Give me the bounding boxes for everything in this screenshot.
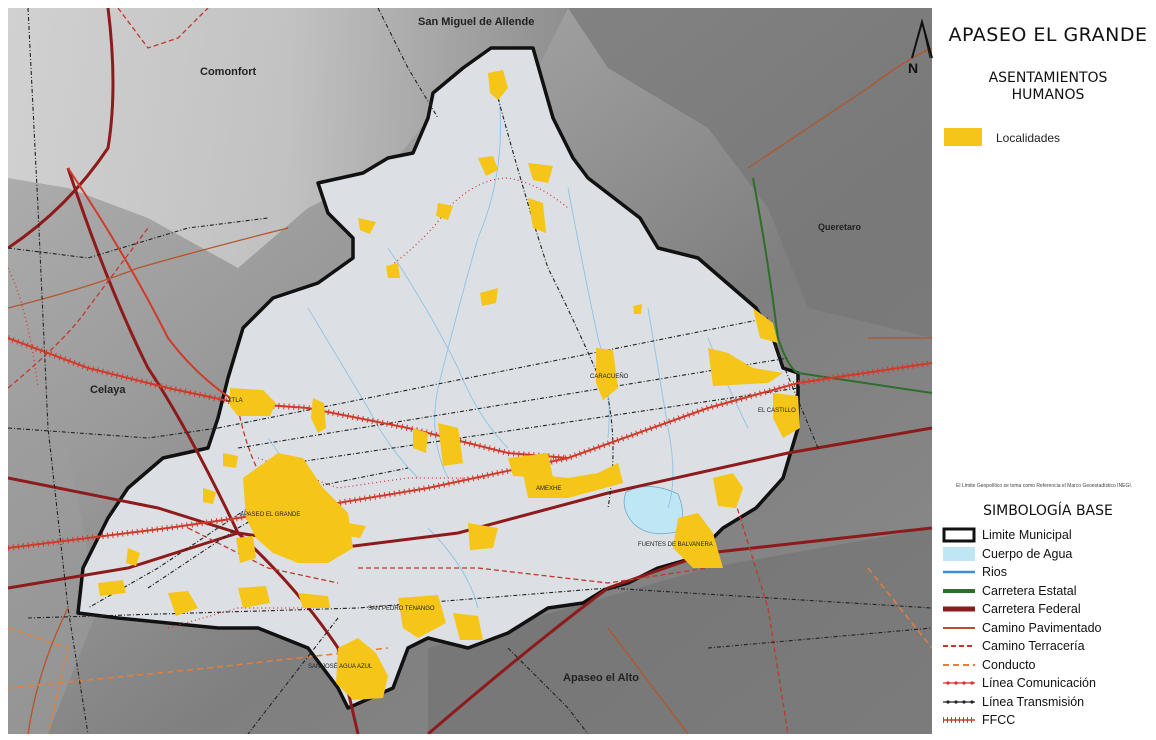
legend-panel: APASEO EL GRANDE ASENTAMIENTOS HUMANOS L… — [936, 0, 1156, 740]
legend-item-cuerpo-de-agua: Cuerpo de Agua — [942, 545, 1156, 564]
locality-label-caracueno: CARACUEÑO — [590, 374, 629, 380]
legend-label: Línea Comunicación — [982, 676, 1096, 690]
legend-item-linea-comunicacion: Línea Comunicación — [942, 674, 1156, 693]
place-label-queretaro: Queretaro — [818, 222, 862, 232]
locality-label-el-castillo: EL CASTILLO — [758, 408, 796, 414]
subtitle-line-2: HUMANOS — [1011, 87, 1085, 103]
railroad-ties — [8, 335, 932, 551]
map-title: APASEO EL GRANDE — [948, 24, 1148, 46]
locality-label-san-jose-agua-azul: SAN JOSÉ AGUA AZUL — [308, 664, 373, 670]
north-arrow: N — [908, 18, 936, 83]
legend-label: Camino Terracería — [982, 639, 1085, 653]
localities — [98, 70, 800, 700]
locality-label-fuentes-de-balvanera: FUENTES DE BALVANERA — [638, 542, 713, 548]
northern-highlands — [8, 8, 568, 268]
legend-label: Rios — [982, 565, 1008, 579]
north-label: N — [908, 60, 919, 76]
municipal-boundary-symbol-icon — [942, 527, 976, 543]
communication-lines — [8, 177, 569, 629]
state-highway-symbol-icon — [943, 588, 975, 593]
subtitle-line-1: ASENTAMIENTOS — [988, 70, 1108, 86]
dirt-roads — [8, 8, 789, 734]
legend-item-conducto: Conducto — [942, 656, 1156, 675]
municipal-boundary — [76, 46, 800, 710]
communication-line-symbol-icon — [943, 681, 975, 685]
localidades-swatch — [944, 128, 982, 146]
north-arrow-icon — [911, 18, 933, 59]
legend-label: FFCC — [982, 713, 1016, 727]
legend-item-camino-pavimentado: Camino Pavimentado — [942, 619, 1156, 638]
legend-list: Limite Municipal Cuerpo de Agua Rios Car… — [942, 526, 1156, 730]
legend-item-ffcc: FFCC — [942, 711, 1156, 730]
transmission-lines — [8, 8, 932, 734]
legend-label: Carretera Estatal — [982, 583, 1077, 598]
legend-label: Camino Pavimentado — [982, 620, 1102, 635]
conduits — [8, 567, 932, 734]
inegi-note: El Límite Geopolítico se toma como Refer… — [956, 483, 1133, 489]
transmission-line-symbol-icon — [943, 699, 975, 704]
place-label-celaya: Celaya — [90, 384, 126, 396]
legend-item-limite-municipal: Limite Municipal — [942, 526, 1156, 545]
water-body-symbol-icon — [943, 546, 975, 561]
federal-highways — [8, 8, 932, 734]
conduit-symbol-icon — [943, 663, 975, 666]
locality-label-san-pedro-tenango: SAN PEDRO TENANGO — [368, 606, 435, 612]
railroad-symbol-icon — [943, 717, 975, 723]
map-view[interactable]: San Miguel de Allende Comonfort Queretar… — [8, 8, 932, 734]
simbologia-title: SIMBOLOGÍA BASE — [983, 503, 1113, 519]
dirt-road-symbol-icon — [943, 645, 975, 647]
legend-label: Cuerpo de Agua — [982, 546, 1073, 561]
legend-item-carretera-federal: Carretera Federal — [942, 600, 1156, 619]
locality-label-apaseo-el-grande: APASEO EL GRANDE — [240, 512, 301, 518]
place-label-comonfort: Comonfort — [200, 66, 257, 78]
place-label-san-miguel-de-allende: San Miguel de Allende — [418, 16, 535, 28]
legend-label: Limite Municipal — [982, 528, 1072, 542]
southern-relief — [428, 528, 932, 734]
locality-label-ixtla: IXTLA — [226, 398, 243, 404]
legend-item-carretera-estatal: Carretera Estatal — [942, 582, 1156, 601]
legend-label: Conducto — [982, 657, 1036, 672]
locality-label-amexhe: AMEXHE — [536, 486, 562, 492]
localidades-label: Localidades — [996, 131, 1061, 145]
eastern-relief — [568, 8, 932, 338]
legend-label: Carretera Federal — [982, 602, 1081, 616]
legend-item-camino-terraceria: Camino Terracería — [942, 637, 1156, 656]
river-symbol-icon — [943, 570, 975, 574]
legend-item-rios: Rios — [942, 563, 1156, 582]
legend-label: Línea Transmisión — [982, 694, 1085, 709]
legend-item-linea-transmision: Línea Transmisión — [942, 693, 1156, 712]
federal-highway-symbol-icon — [943, 606, 975, 612]
map-canvas — [8, 8, 932, 734]
paved-road-symbol-icon — [943, 626, 975, 629]
place-label-apaseo-el-alto: Apaseo el Alto — [563, 672, 639, 684]
map-subtitle: ASENTAMIENTOS HUMANOS — [944, 70, 1152, 104]
paved-roads — [8, 47, 932, 734]
